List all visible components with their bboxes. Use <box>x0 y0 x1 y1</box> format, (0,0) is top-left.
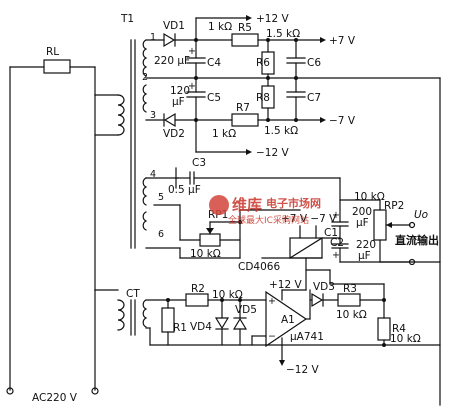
ac-input-loop: RL AC220 V <box>6 46 125 404</box>
uo-terminal <box>408 221 416 229</box>
r5-resistor <box>231 33 259 47</box>
c2-unit: μF <box>358 250 371 262</box>
vd2-label: VD2 <box>163 128 185 140</box>
cd4066-output: CD4066 +7 V −7 V + C1 200 μF + C2 220 μF… <box>238 191 441 291</box>
cd4066-supply-label: +7 V −7 V <box>281 213 337 225</box>
c3-label: C3 <box>192 157 206 169</box>
transformer-t1: T1 1 2 3 4 5 6 <box>120 13 164 249</box>
c6-label: C6 <box>307 57 321 69</box>
watermark-brand: 维库 <box>232 196 262 214</box>
c2-plus: + <box>332 250 340 261</box>
r4-label: R4 <box>392 323 406 335</box>
ac220-label: AC220 V <box>32 392 78 404</box>
r7-value: 1 kΩ <box>212 128 236 140</box>
c2-value: 220 <box>356 239 376 251</box>
r8-value: 1.5 kΩ <box>264 125 298 137</box>
ac-terminal-right <box>91 387 99 395</box>
r3-resistor <box>337 293 361 307</box>
c1-plus: + <box>332 210 340 221</box>
r2-label: R2 <box>191 283 205 295</box>
r5-value: 1 kΩ <box>208 21 232 33</box>
pin1-label: 1 <box>150 32 156 43</box>
r6-value: 1.5 kΩ <box>266 28 300 40</box>
rp1-potentiometer <box>199 233 221 247</box>
pin5-label: 5 <box>158 192 164 203</box>
vd5-label: VD5 <box>235 304 257 316</box>
r4-value: 10 kΩ <box>390 333 421 345</box>
rp2-value: 10 kΩ <box>354 191 385 203</box>
minus12-amp-label: −12 V <box>286 364 319 376</box>
rp1-value: 10 kΩ <box>190 248 221 260</box>
vd3-label: VD3 <box>313 281 335 293</box>
r2-resistor <box>185 293 209 307</box>
pin2-label: 2 <box>142 72 148 83</box>
c1-value: 200 <box>352 206 372 218</box>
plus12-amp-label: +12 V <box>269 279 302 291</box>
c3-value: 0.5 μF <box>168 184 201 196</box>
minus12-mid-label: −12 V <box>256 147 289 159</box>
r6-label: R6 <box>256 57 270 69</box>
rl-resistor <box>43 59 71 74</box>
c1-label: C1 <box>324 227 338 239</box>
a1-label: A1 <box>281 314 295 326</box>
c1-unit: μF <box>356 217 369 229</box>
c4-plus: + <box>188 46 196 57</box>
amplifier-section: CT R1 R2 10 kΩ VD4 VD5 <box>126 269 441 376</box>
c4-label: C4 <box>207 57 221 69</box>
r3-label: R3 <box>343 283 357 295</box>
rp2-label: RP2 <box>384 200 404 212</box>
c4-value: 220 μF <box>154 55 190 67</box>
r7-label: R7 <box>236 102 250 114</box>
r8-label: R8 <box>256 92 270 104</box>
r3-value: 10 kΩ <box>336 309 367 321</box>
r1-label: R1 <box>173 322 187 334</box>
pin3-label: 3 <box>150 110 156 121</box>
watermark-sub: 全球最大IC采购网站 <box>228 214 309 226</box>
power-supply: VD1 +12 V R5 1 kΩ 1.5 kΩ +7 V + C4 220 μ… <box>145 13 441 406</box>
r5-label: R5 <box>238 22 252 34</box>
watermark-site: 电子市场网 <box>266 196 321 210</box>
op-amp-plus: + <box>268 296 276 307</box>
cd4066-label: CD4066 <box>238 261 280 273</box>
minus7-label: −7 V <box>329 115 356 127</box>
c5-label: C5 <box>207 92 221 104</box>
vd4-label: VD4 <box>190 321 212 333</box>
pin6-label: 6 <box>158 229 164 240</box>
rp2-potentiometer <box>373 209 387 241</box>
c7-label: C7 <box>307 92 321 104</box>
plus7-label: +7 V <box>329 35 356 47</box>
vd1-label: VD1 <box>163 20 185 32</box>
c2-label: C2 <box>330 237 344 249</box>
r4-resistor <box>377 317 391 341</box>
pin4-label: 4 <box>150 169 156 180</box>
r2-value: 10 kΩ <box>212 289 243 301</box>
c5-value: 120 <box>170 85 190 97</box>
ua741-label: μA741 <box>290 331 324 343</box>
uo-label: Uo <box>414 209 428 221</box>
watermark-logo-icon <box>209 195 229 215</box>
watermark: 维库 电子市场网 全球最大IC采购网站 <box>209 195 321 226</box>
plus12-top-label: +12 V <box>256 13 289 25</box>
dc-output-label: 直流输出 <box>395 233 439 247</box>
sync-section: C3 0.5 μF RP1 10 kΩ <box>145 157 341 260</box>
t1-label: T1 <box>120 13 134 25</box>
ct-label: CT <box>126 288 140 300</box>
c5-plus: + <box>188 81 196 92</box>
c5-unit: μF <box>172 96 185 108</box>
op-amp-a1 <box>265 290 308 348</box>
rl-label: RL <box>46 46 59 58</box>
op-amp-minus: − <box>268 331 276 342</box>
ac-terminal-left <box>6 387 14 395</box>
r7-resistor <box>231 113 259 127</box>
